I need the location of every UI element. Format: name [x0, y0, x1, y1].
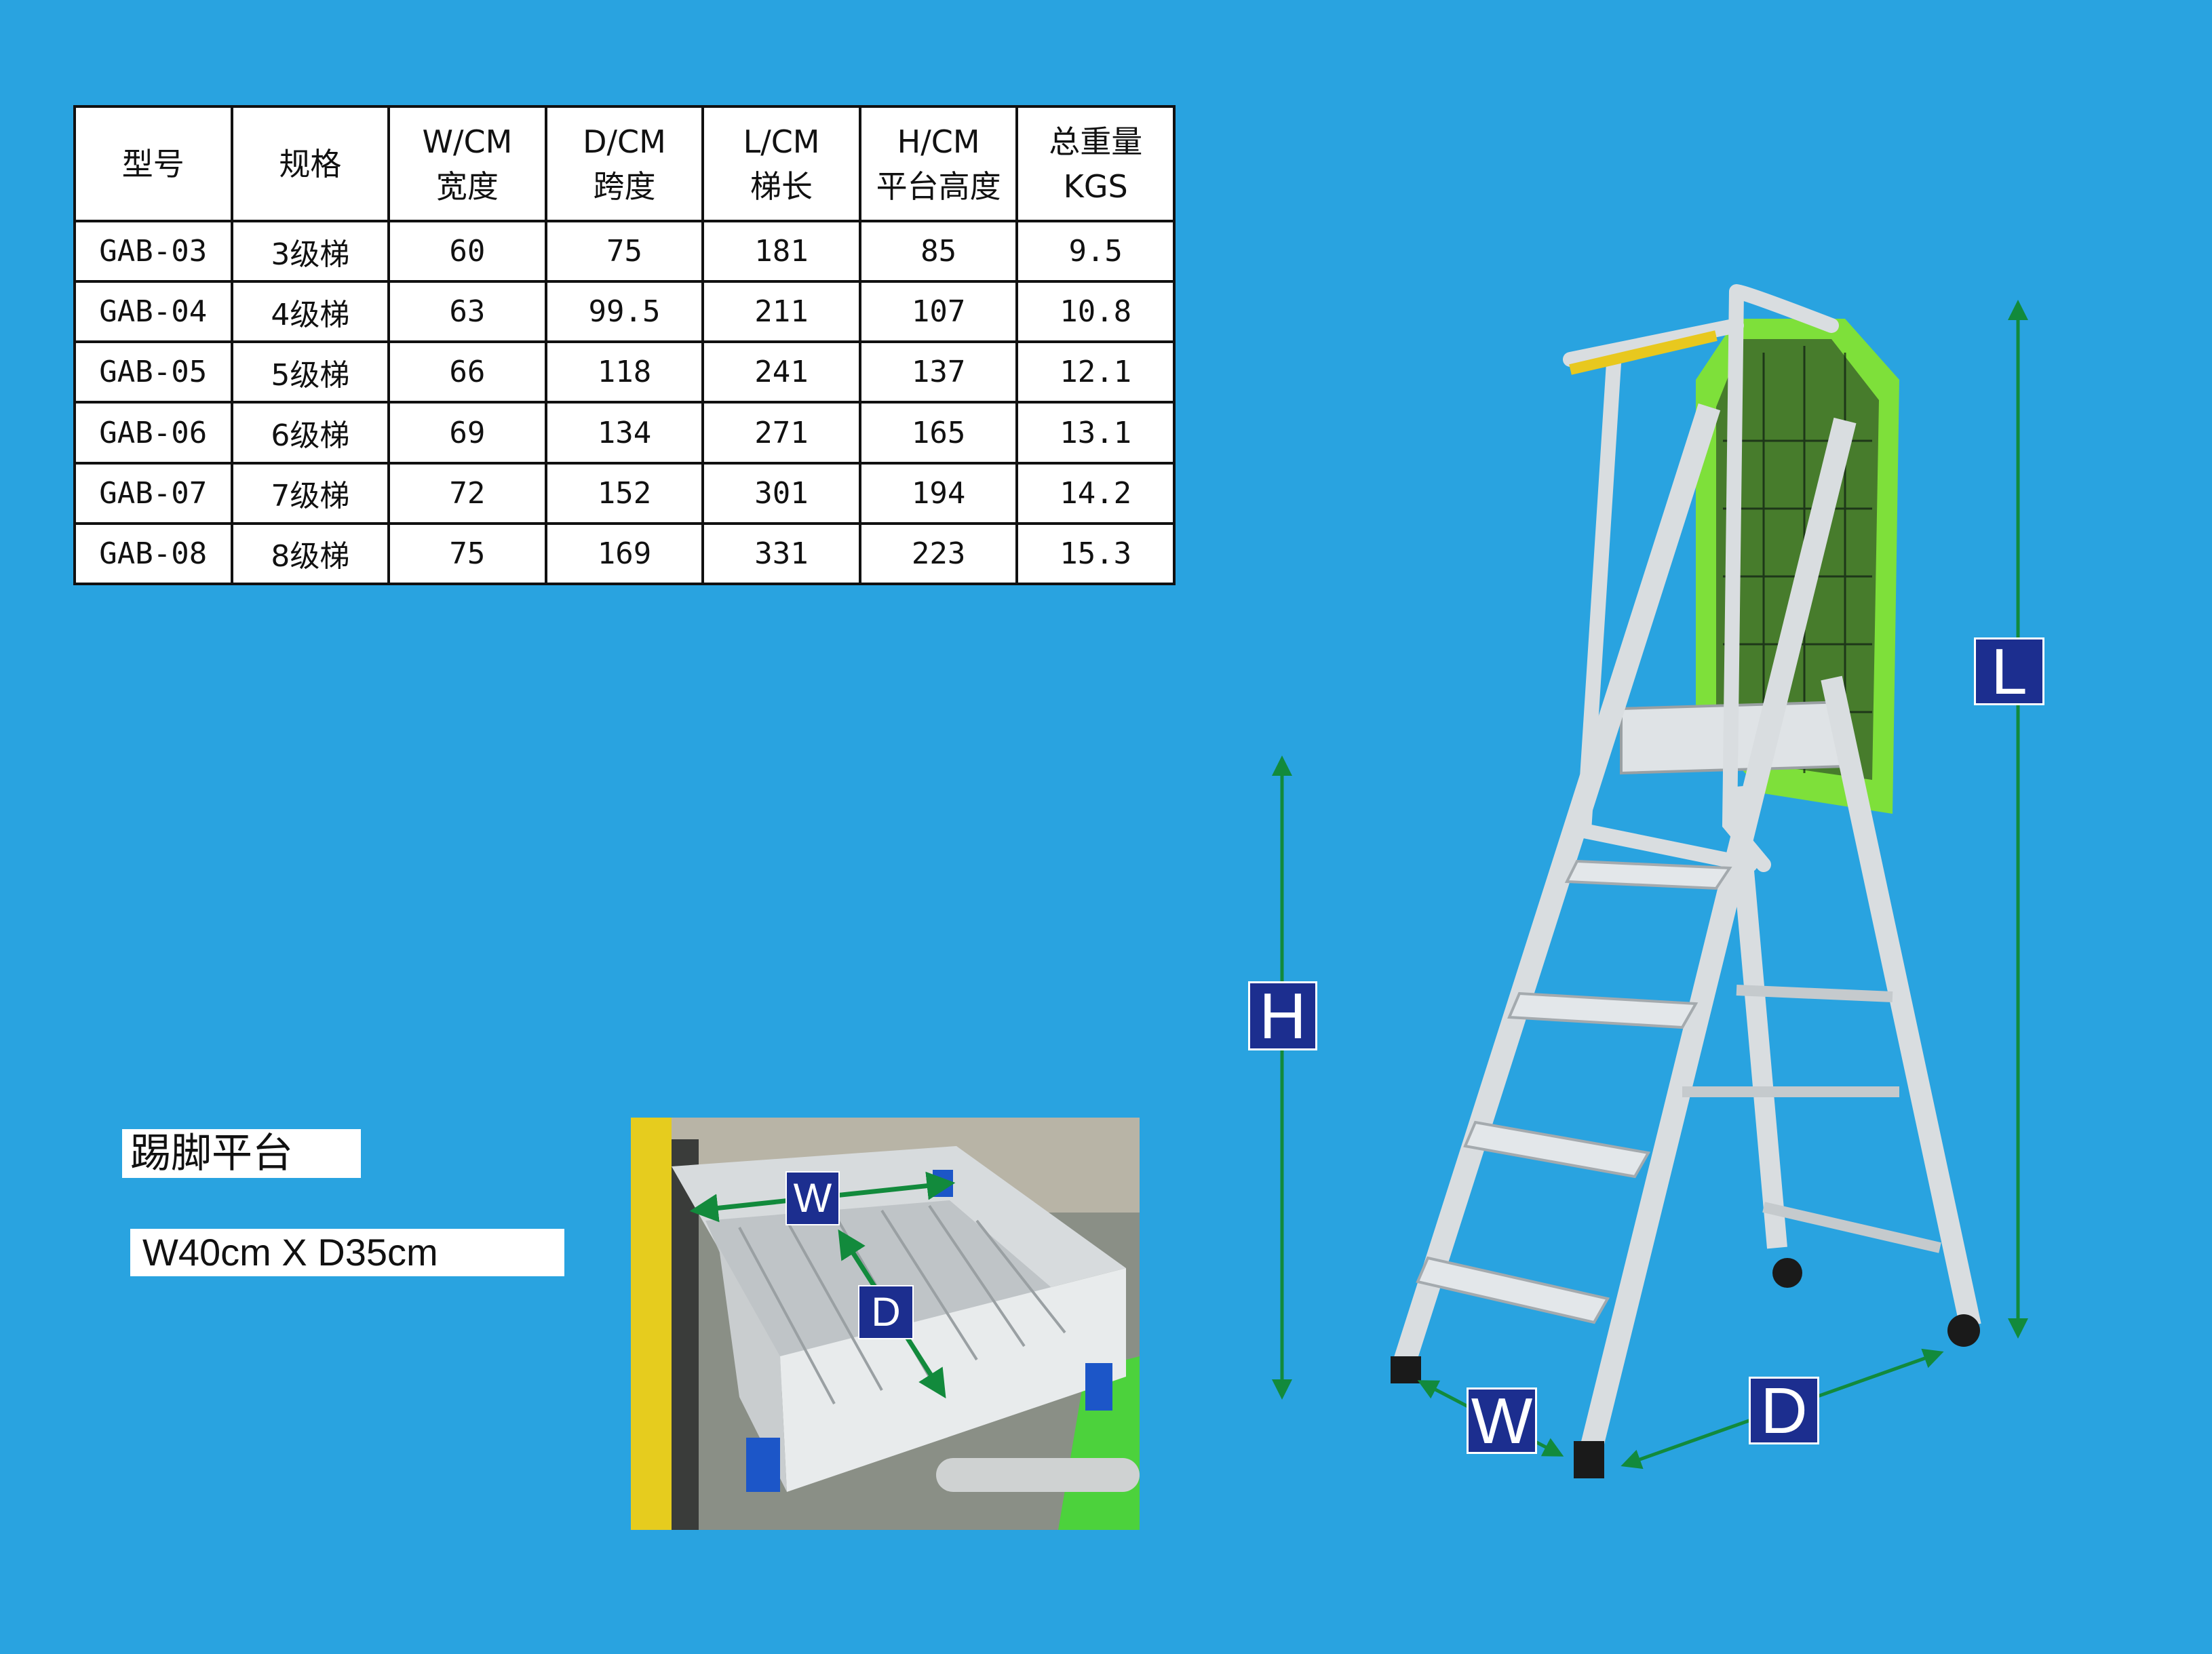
cell-length: 181	[701, 219, 861, 283]
cell-height: 194	[858, 461, 1019, 525]
cell-spec: 7级梯	[230, 461, 391, 525]
cell-length: 301	[701, 461, 861, 525]
height-badge: H	[1248, 981, 1317, 1050]
cell-depth: 75	[544, 219, 705, 283]
cell-width: 60	[387, 219, 547, 283]
cell-weight: 14.2	[1015, 461, 1176, 525]
cell-length: 211	[701, 280, 861, 344]
cell-width: 63	[387, 280, 547, 344]
length-badge: L	[1974, 637, 2044, 705]
cell-spec: 4级梯	[230, 280, 391, 344]
cell-width: 72	[387, 461, 547, 525]
cell-spec: 8级梯	[230, 521, 391, 586]
col-header-model: 型号	[73, 105, 233, 222]
cell-spec: 6级梯	[230, 401, 391, 465]
cell-height: 85	[858, 219, 1019, 283]
platform-title: 踢脚平台	[122, 1129, 361, 1178]
cell-depth: 152	[544, 461, 705, 525]
cell-weight: 12.1	[1015, 340, 1176, 404]
depth-badge: D	[1749, 1377, 1819, 1444]
cell-width: 66	[387, 340, 547, 404]
width-badge: W	[1467, 1387, 1537, 1454]
cell-model: GAB-05	[73, 340, 233, 404]
cell-length: 331	[701, 521, 861, 586]
cell-model: GAB-06	[73, 401, 233, 465]
platform-size: W40cm X D35cm	[130, 1229, 564, 1276]
cell-depth: 134	[544, 401, 705, 465]
cell-depth: 99.5	[544, 280, 705, 344]
cell-height: 165	[858, 401, 1019, 465]
cell-model: GAB-03	[73, 219, 233, 283]
col-header-spec: 规格	[230, 105, 391, 222]
cell-width: 69	[387, 401, 547, 465]
cell-spec: 3级梯	[230, 219, 391, 283]
cell-weight: 13.1	[1015, 401, 1176, 465]
cell-depth: 169	[544, 521, 705, 586]
cell-weight: 9.5	[1015, 219, 1176, 283]
photo-depth-badge: D	[858, 1285, 914, 1339]
cell-depth: 118	[544, 340, 705, 404]
ladder-illustration	[1391, 284, 1981, 1478]
cell-model: GAB-08	[73, 521, 233, 586]
cell-spec: 5级梯	[230, 340, 391, 404]
cell-length: 271	[701, 401, 861, 465]
photo-width-badge: W	[785, 1171, 840, 1225]
cell-model: GAB-04	[73, 280, 233, 344]
cell-height: 107	[858, 280, 1019, 344]
cell-weight: 10.8	[1015, 280, 1176, 344]
cell-height: 137	[858, 340, 1019, 404]
cell-width: 75	[387, 521, 547, 586]
cell-height: 223	[858, 521, 1019, 586]
cell-weight: 15.3	[1015, 521, 1176, 586]
cell-length: 241	[701, 340, 861, 404]
cell-model: GAB-07	[73, 461, 233, 525]
